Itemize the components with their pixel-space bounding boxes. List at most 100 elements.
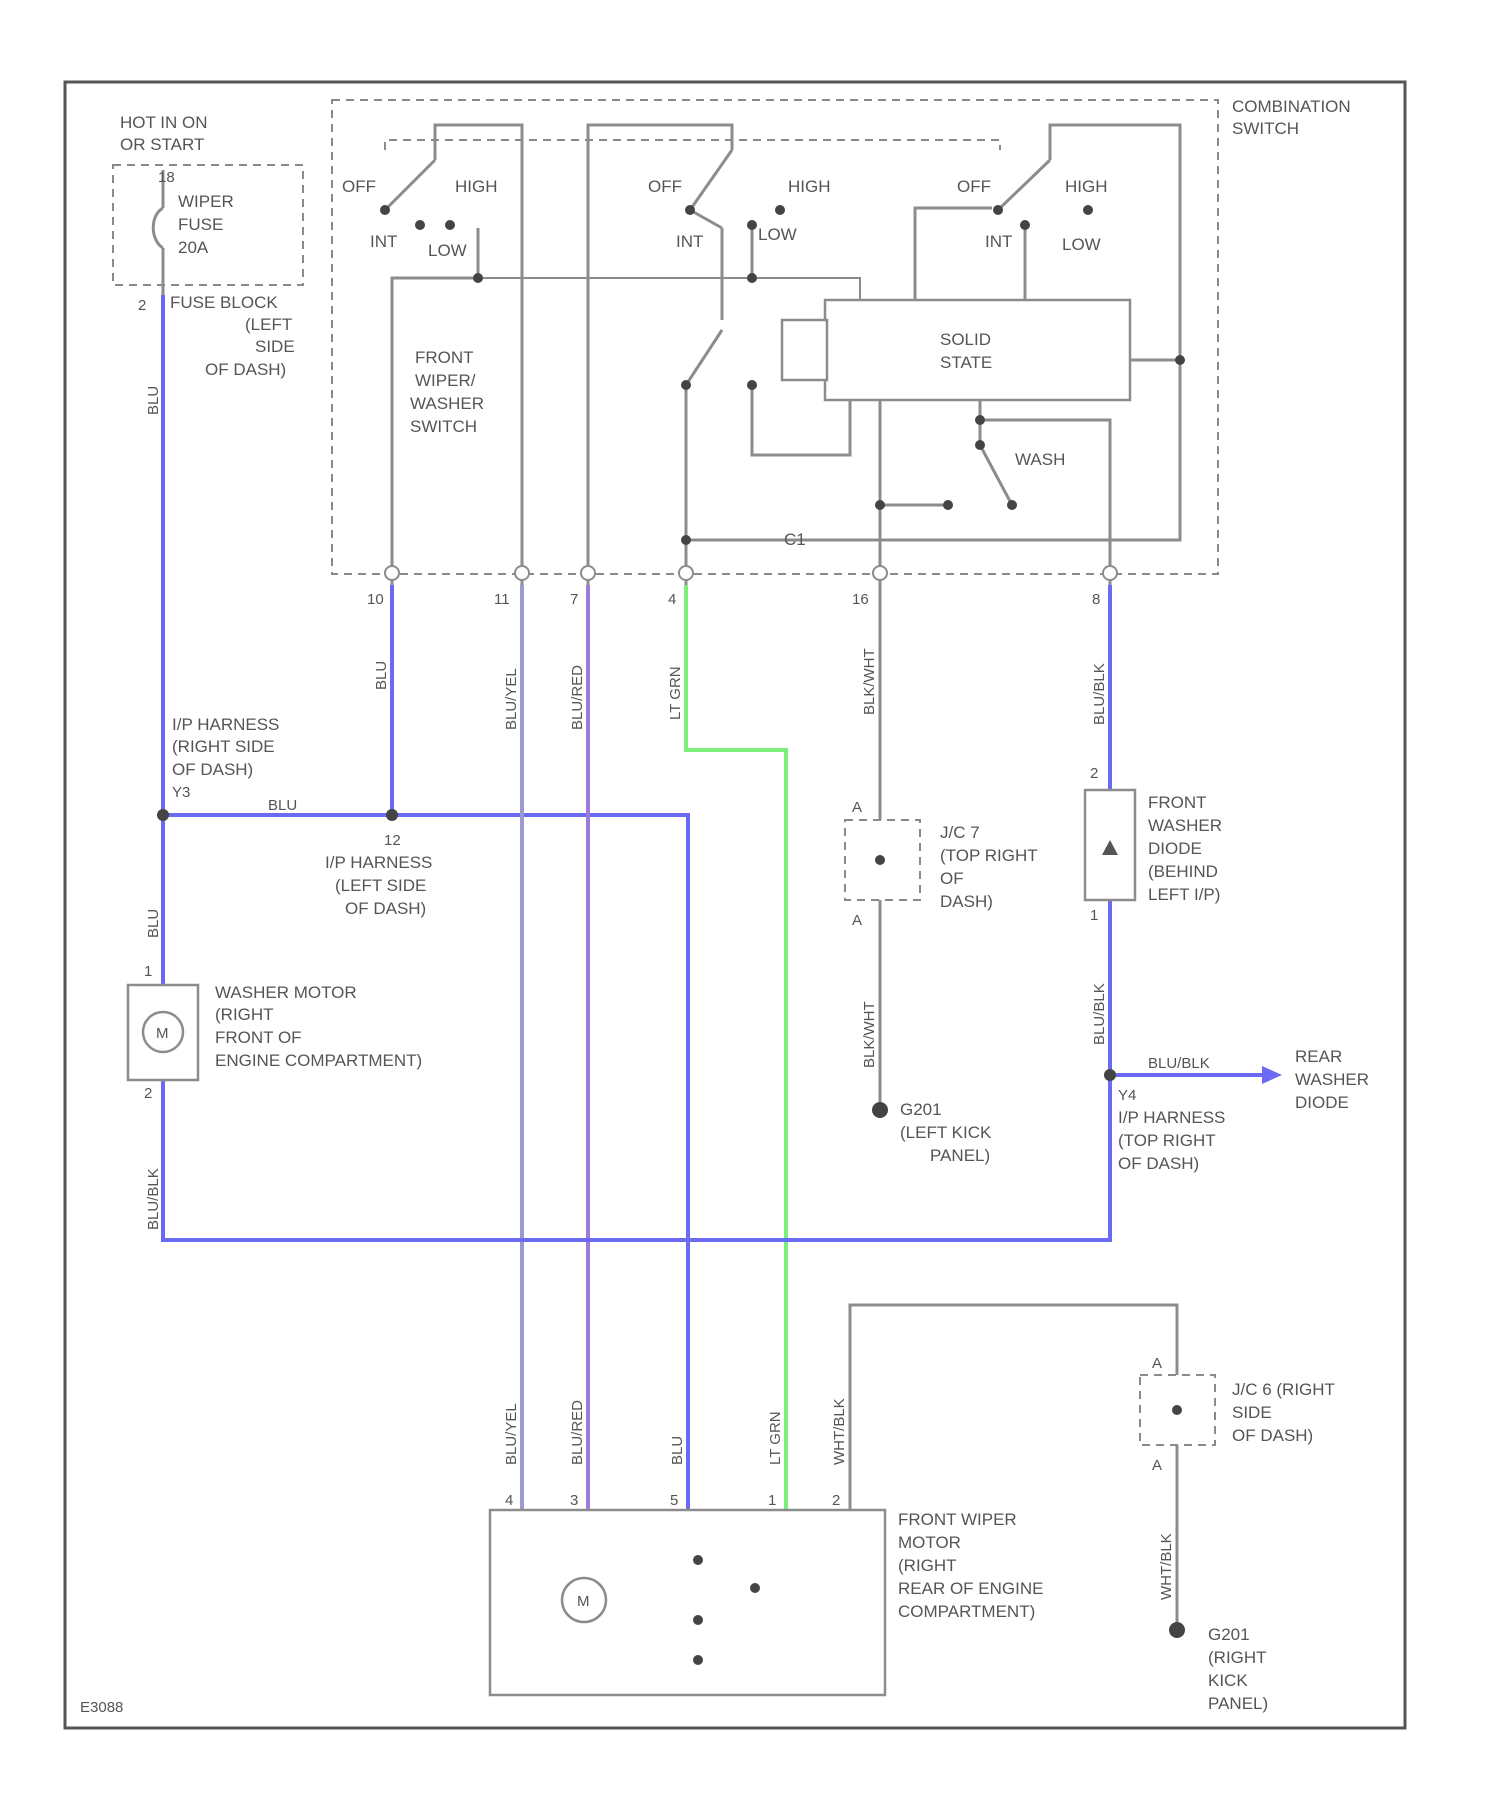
label-fwm-pin-5: 5 xyxy=(670,1492,678,1509)
label-combination: COMBINATION xyxy=(1232,97,1351,116)
label-fwd-1: FRONT xyxy=(1148,793,1207,812)
label-fwm-pin-1: 1 xyxy=(768,1492,776,1509)
wire-label-blu-1: BLU xyxy=(145,386,162,415)
label-wm-pin-top: 1 xyxy=(144,963,152,980)
label-high-2: HIGH xyxy=(788,177,831,196)
label-wm-2: (RIGHT xyxy=(215,1005,274,1024)
label-fwm-2: MOTOR xyxy=(898,1533,961,1552)
label-pin-4: 4 xyxy=(668,591,676,608)
arrow-rear-washer xyxy=(1262,1066,1282,1084)
label-off-2: OFF xyxy=(648,177,682,196)
wire-label-blu-blk-1: BLU/BLK xyxy=(1091,663,1108,725)
label-rwd-3: DIODE xyxy=(1295,1093,1349,1112)
label-iph3-1: Y4 xyxy=(1118,1087,1136,1104)
label-jc6-3: OF DASH) xyxy=(1232,1426,1313,1445)
label-pin-10: 10 xyxy=(367,591,384,608)
wire-label-blk-wht-2: BLK/WHT xyxy=(861,1001,878,1068)
label-fuse-block-4: OF DASH) xyxy=(205,360,286,379)
label-iph2-2: (LEFT SIDE xyxy=(335,876,426,895)
label-fwm-3: (RIGHT xyxy=(898,1556,957,1575)
wire-label-lt-grn-1: LT GRN xyxy=(667,666,684,720)
wire-label-blu-4: BLU xyxy=(669,1436,686,1465)
label-wm-3: FRONT OF xyxy=(215,1028,302,1047)
label-jc6-a2: A xyxy=(1152,1457,1162,1474)
label-fwd-pin-top: 2 xyxy=(1090,765,1098,782)
label-fuse-pin-bot: 2 xyxy=(138,297,146,314)
label-jc7-1: J/C 7 xyxy=(940,823,980,842)
label-off-1: OFF xyxy=(342,177,376,196)
wire-label-wht-blk-1: WHT/BLK xyxy=(831,1398,848,1465)
label-high-1: HIGH xyxy=(455,177,498,196)
label-fws-1: FRONT xyxy=(415,348,474,367)
label-high-3: HIGH xyxy=(1065,177,1108,196)
label-int-2: INT xyxy=(676,232,703,251)
label-fwd-5: LEFT I/P) xyxy=(1148,885,1220,904)
wire-label-blu-blk-h: BLU/BLK xyxy=(1148,1055,1210,1072)
label-pin-8: 8 xyxy=(1092,591,1100,608)
wire-label-blu-red-2: BLU/RED xyxy=(569,1400,586,1465)
label-fwm-pin-3: 3 xyxy=(570,1492,578,1509)
label-iph1-2: (RIGHT SIDE xyxy=(172,737,275,756)
label-fwm-4: REAR OF ENGINE xyxy=(898,1579,1043,1598)
wire-label-lt-grn-2: LT GRN xyxy=(767,1411,784,1465)
label-fws-3: WASHER xyxy=(410,394,484,413)
label-iph2-num: 12 xyxy=(384,832,401,849)
wire-label-blu-red-1: BLU/RED xyxy=(569,665,586,730)
wire-label-blu-blk-3: BLU/BLK xyxy=(145,1168,162,1230)
label-iph3-4: OF DASH) xyxy=(1118,1154,1199,1173)
label-fwm-5: COMPARTMENT) xyxy=(898,1602,1035,1621)
label-fws-2: WIPER/ xyxy=(415,371,476,390)
label-jc7-4: DASH) xyxy=(940,892,993,911)
label-fwm-1: FRONT WIPER xyxy=(898,1510,1017,1529)
label-fwm-pin-4: 4 xyxy=(505,1492,513,1509)
wire-label-blu-blk-2: BLU/BLK xyxy=(1091,983,1108,1045)
colored-wires xyxy=(163,295,1265,1510)
label-g-right-1: G201 xyxy=(1208,1625,1250,1644)
label-or-start: OR START xyxy=(120,135,204,154)
label-wm-pin-bot: 2 xyxy=(144,1085,152,1102)
label-pin-7: 7 xyxy=(570,591,578,608)
wire-label-blu-2: BLU xyxy=(373,661,390,690)
label-fwm-m: M xyxy=(577,1593,590,1610)
label-rwd-1: REAR xyxy=(1295,1047,1342,1066)
label-g-right-3: KICK xyxy=(1208,1671,1248,1690)
label-g-left-1: G201 xyxy=(900,1100,942,1119)
label-jc6-2: SIDE xyxy=(1232,1403,1272,1422)
wire-lt-grn xyxy=(686,585,786,1510)
label-fwd-pin-bot: 1 xyxy=(1090,907,1098,924)
label-fuse-block-3: SIDE xyxy=(255,337,295,356)
label-jc7-a1: A xyxy=(852,799,862,816)
label-iph2-3: OF DASH) xyxy=(345,899,426,918)
label-rwd-2: WASHER xyxy=(1295,1070,1369,1089)
label-jc7-3: OF xyxy=(940,869,964,888)
label-pin-11: 11 xyxy=(494,591,510,608)
label-hot-in-on: HOT IN ON xyxy=(120,113,208,132)
label-fuse-name2: FUSE xyxy=(178,215,223,234)
label-fuse-block-2: (LEFT xyxy=(245,315,292,334)
wire-label-blu-3: BLU xyxy=(145,909,162,938)
label-g-left-2: (LEFT KICK xyxy=(900,1123,992,1142)
label-int-1: INT xyxy=(370,232,397,251)
label-pin-16: 16 xyxy=(852,591,869,608)
label-iph3-3: (TOP RIGHT xyxy=(1118,1131,1216,1150)
label-fwd-3: DIODE xyxy=(1148,839,1202,858)
label-off-3: OFF xyxy=(957,177,991,196)
solid-state-tab xyxy=(782,320,827,380)
wire-label-blu-h: BLU xyxy=(268,797,297,814)
wire-blu-harness xyxy=(163,815,688,1510)
label-fwm-pin-2: 2 xyxy=(832,1492,840,1509)
label-int-3: INT xyxy=(985,232,1012,251)
label-jc7-a2: A xyxy=(852,912,862,929)
diagram-code: E3088 xyxy=(80,1699,123,1716)
solid-state-module xyxy=(825,300,1130,400)
label-wm-1: WASHER MOTOR xyxy=(215,983,357,1002)
label-g-right-2: (RIGHT xyxy=(1208,1648,1267,1667)
front-wiper-motor-body xyxy=(490,1510,885,1695)
label-jc6-1: J/C 6 (RIGHT xyxy=(1232,1380,1335,1399)
wire-label-blk-wht-1: BLK/WHT xyxy=(861,648,878,715)
label-fwd-2: WASHER xyxy=(1148,816,1222,835)
label-fws-4: SWITCH xyxy=(410,417,477,436)
label-solid: SOLID xyxy=(940,330,991,349)
label-low-1: LOW xyxy=(428,241,467,260)
